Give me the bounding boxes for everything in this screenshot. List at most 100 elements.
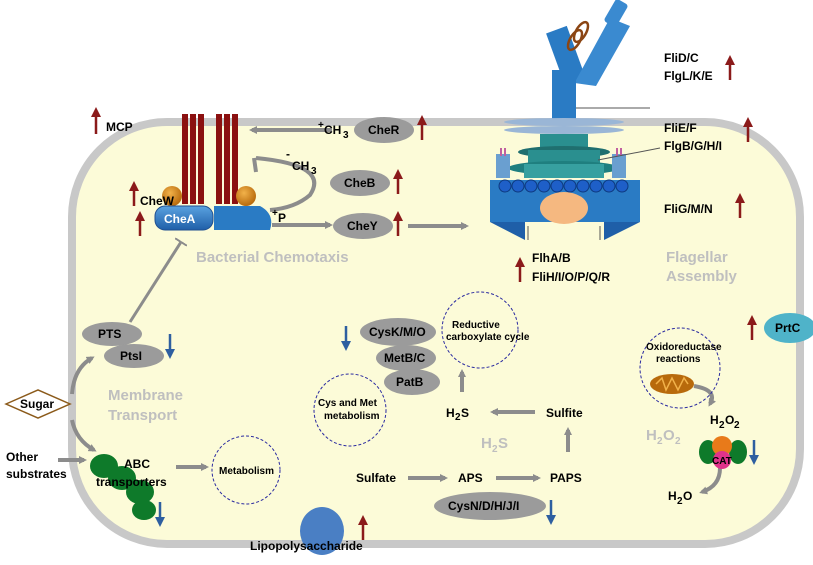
svg-text:+: + <box>272 208 278 219</box>
chea-protein[interactable] <box>154 205 214 231</box>
section-flagellar-2: Assembly <box>666 268 738 285</box>
section-chemotaxis: Bacterial Chemotaxis <box>196 249 349 266</box>
prtc-label: PrtC <box>775 321 801 335</box>
svg-text:P: P <box>278 211 286 225</box>
methyl-plus-label: + CH 3 <box>318 120 349 141</box>
section-h2o2: H 2 O 2 <box>646 427 681 447</box>
chey-protein[interactable] <box>333 213 393 239</box>
svg-text:S: S <box>461 406 469 420</box>
flha-label: FlhA/B <box>532 251 571 265</box>
sugar-diamond <box>4 389 72 419</box>
flih-label: FliH/I/O/P/Q/R <box>532 270 610 284</box>
svg-text:H: H <box>646 427 657 444</box>
flagellum-structure <box>490 0 661 240</box>
metb-protein[interactable] <box>376 345 436 371</box>
phosphate-label: + P <box>272 208 286 225</box>
cysn-label: CysN/D/H/J/I <box>448 499 519 513</box>
chea-domain-right <box>214 206 272 230</box>
cysk-label: CysK/M/O <box>369 325 426 339</box>
chew-label: CheW <box>140 194 175 208</box>
reductive-circle[interactable] <box>441 291 519 369</box>
flgb-label: FlgB/G/H/I <box>664 139 722 153</box>
h2o-label: H 2 O <box>668 489 692 507</box>
svg-text:2: 2 <box>675 436 681 447</box>
mitochondrion-icon <box>650 374 694 394</box>
cheb-protein[interactable] <box>330 170 390 196</box>
oxidoreductase-label-2: reactions <box>656 354 701 365</box>
abc-label-1: ABC <box>124 457 150 471</box>
cysmet-label-2: metabolism <box>324 411 380 422</box>
cat-enzyme <box>699 436 747 469</box>
svg-text:H: H <box>668 489 677 503</box>
metabolism-label: Metabolism <box>219 466 274 477</box>
svg-text:H: H <box>710 413 719 427</box>
svg-text:2: 2 <box>734 420 740 431</box>
svg-text:CH: CH <box>292 159 309 173</box>
mcp-receptor <box>182 114 238 204</box>
flid-label: FliD/C <box>664 51 699 65</box>
h2s-label: H 2 S <box>446 406 469 423</box>
svg-text:H: H <box>446 406 455 420</box>
aps-label: APS <box>458 471 483 485</box>
cysn-protein[interactable] <box>434 492 546 520</box>
metabolism-circle[interactable] <box>211 435 281 505</box>
lps-label: Lipopolysaccharide <box>250 539 363 553</box>
sugar-label: Sugar <box>20 397 54 411</box>
sulfate-label: Sulfate <box>356 471 396 485</box>
pts-label: PTS <box>98 327 121 341</box>
oxidoreductase-circle[interactable] <box>639 327 721 409</box>
mcp-label: MCP <box>106 120 133 134</box>
cysmet-circle[interactable] <box>313 373 387 447</box>
prtc-protein[interactable] <box>764 313 813 343</box>
pts-protein[interactable] <box>82 322 142 346</box>
flow-arrows <box>58 126 722 495</box>
patb-label: PatB <box>396 375 424 389</box>
other-substrates-label-1: Other <box>6 450 38 464</box>
ptsi-protein[interactable] <box>104 344 164 368</box>
svg-text:+: + <box>318 120 324 131</box>
svg-text:-: - <box>286 147 290 161</box>
flig-label: FliG/M/N <box>664 202 713 216</box>
patb-protein[interactable] <box>384 369 440 395</box>
chew-protein-right <box>236 186 256 206</box>
chey-label: CheY <box>347 219 378 233</box>
cysmet-label-1: Cys and Met <box>318 398 378 409</box>
flie-label: FliE/F <box>664 121 697 135</box>
section-membrane-1: Membrane <box>108 387 183 404</box>
svg-text:2: 2 <box>719 420 725 431</box>
section-membrane-2: Transport <box>108 407 177 424</box>
cheb-label: CheB <box>344 176 376 190</box>
svg-text:3: 3 <box>343 130 349 141</box>
cell-membrane <box>68 118 804 548</box>
svg-text:3: 3 <box>311 166 317 177</box>
flgl-label: FlgL/K/E <box>664 69 713 83</box>
reductive-label-2: carboxylate cycle <box>446 332 530 343</box>
other-substrates-label-2: substrates <box>6 467 67 481</box>
chea-label: CheA <box>164 212 196 226</box>
ptsi-label: PtsI <box>120 349 142 363</box>
section-h2s: H 2 S <box>481 435 508 455</box>
svg-text:O: O <box>725 413 734 427</box>
svg-text:S: S <box>498 435 508 452</box>
svg-text:2: 2 <box>492 444 498 455</box>
svg-text:CH: CH <box>324 123 341 137</box>
oxidoreductase-label-1: Oxidoreductase <box>646 342 722 353</box>
cher-protein[interactable] <box>354 117 414 143</box>
svg-text:O: O <box>663 427 675 444</box>
cat-label: CAT <box>712 456 732 467</box>
h2o2-label: H 2 O 2 <box>710 413 740 431</box>
lps-molecule <box>300 507 344 555</box>
abc-label-2: transporters <box>96 475 167 489</box>
svg-text:2: 2 <box>677 496 683 507</box>
metb-label: MetB/C <box>384 351 426 365</box>
methyl-minus-label: - CH 3 <box>286 147 317 177</box>
down-arrow-group <box>155 326 759 527</box>
sulfite-label: Sulfite <box>546 406 583 420</box>
up-arrow-group <box>91 55 757 540</box>
section-flagellar-1: Flagellar <box>666 249 728 266</box>
svg-text:2: 2 <box>657 436 663 447</box>
cysk-protein[interactable] <box>360 318 436 346</box>
chew-protein-left <box>162 186 182 206</box>
